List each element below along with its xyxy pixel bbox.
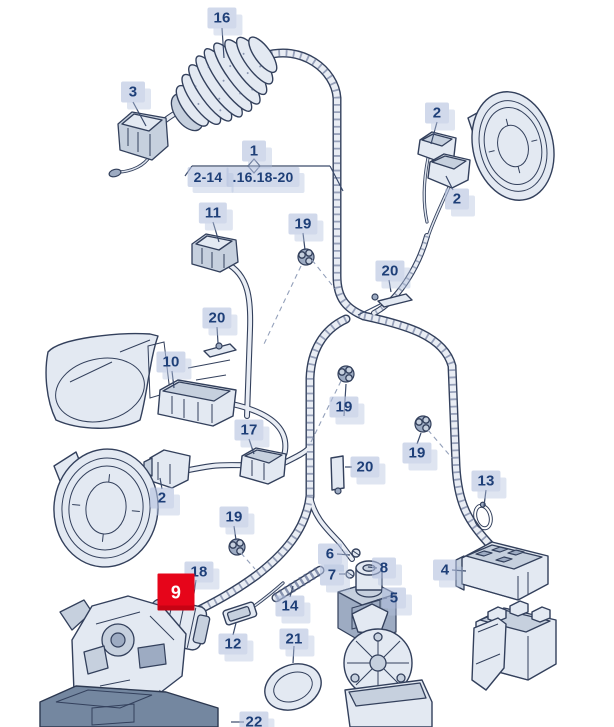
callout-17[interactable]: 17 <box>234 419 264 441</box>
mirror-connector-10-icon <box>157 379 237 427</box>
connector-11-icon <box>191 233 239 273</box>
callout-2-top-b[interactable]: 2 <box>445 188 469 210</box>
lock-actuator-22-icon <box>39 685 219 727</box>
callout-22[interactable]: 22 <box>239 711 269 727</box>
leader-lines <box>132 27 487 723</box>
callout-8[interactable]: 8 <box>372 557 396 579</box>
clip-19-c-icon <box>414 415 432 433</box>
callout-19-a[interactable]: 19 <box>288 213 318 235</box>
callout-7[interactable]: 7 <box>320 564 344 586</box>
callout-19-b[interactable]: 19 <box>329 396 359 418</box>
connector-3-icon <box>108 111 169 178</box>
connector-2-top-b-icon <box>427 153 471 189</box>
speaker-top-right-icon <box>467 91 555 201</box>
callout-1-range-right[interactable]: .16.18-20 <box>226 167 300 187</box>
callout-20-a[interactable]: 20 <box>375 260 405 282</box>
clip-19-a-icon <box>297 248 315 266</box>
door-mirror-icon <box>45 332 231 429</box>
clip-19-b-icon <box>337 365 355 383</box>
callout-10[interactable]: 10 <box>156 351 186 373</box>
small-housing-bottom-right-icon <box>471 617 507 691</box>
clip-20-b-icon <box>203 342 237 358</box>
ring-clip-13-icon <box>473 501 493 531</box>
clip-19-d-icon <box>228 538 246 556</box>
callout-5[interactable]: 5 <box>382 587 406 609</box>
callout-13[interactable]: 13 <box>471 470 501 492</box>
callout-3[interactable]: 3 <box>121 81 145 103</box>
callout-9-highlighted[interactable]: 9 <box>157 573 195 611</box>
callout-2-top-a[interactable]: 2 <box>425 102 449 124</box>
callout-1-range-left[interactable]: 2-14 <box>187 167 229 187</box>
callout-21[interactable]: 21 <box>279 628 309 650</box>
connector-4-icon <box>455 541 549 601</box>
grommet-21-icon <box>264 663 322 711</box>
corrugated-conduit-16-icon <box>170 36 278 132</box>
connector-17-icon <box>239 447 287 485</box>
screw-6-icon <box>351 548 361 558</box>
speaker-bottom-left-icon <box>53 448 159 568</box>
callout-19-d[interactable]: 19 <box>219 506 249 528</box>
callout-6[interactable]: 6 <box>318 543 342 565</box>
callout-20-c[interactable]: 20 <box>350 456 380 478</box>
callout-16[interactable]: 16 <box>207 7 237 29</box>
callout-11[interactable]: 11 <box>198 202 228 224</box>
callout-2-mid[interactable]: 2 <box>150 487 174 509</box>
callout-19-c[interactable]: 19 <box>402 442 432 464</box>
callout-14[interactable]: 14 <box>275 595 305 617</box>
callout-20-b[interactable]: 20 <box>202 307 232 329</box>
clip-20-a-icon <box>357 293 413 316</box>
callout-1[interactable]: 1 <box>242 140 266 162</box>
callout-12[interactable]: 12 <box>218 633 248 655</box>
window-motor-icon <box>343 603 433 727</box>
connector-12-icon <box>222 601 258 626</box>
clip-20-c-icon <box>330 455 345 495</box>
callout-4[interactable]: 4 <box>433 559 457 581</box>
screw-7-icon <box>345 569 355 579</box>
